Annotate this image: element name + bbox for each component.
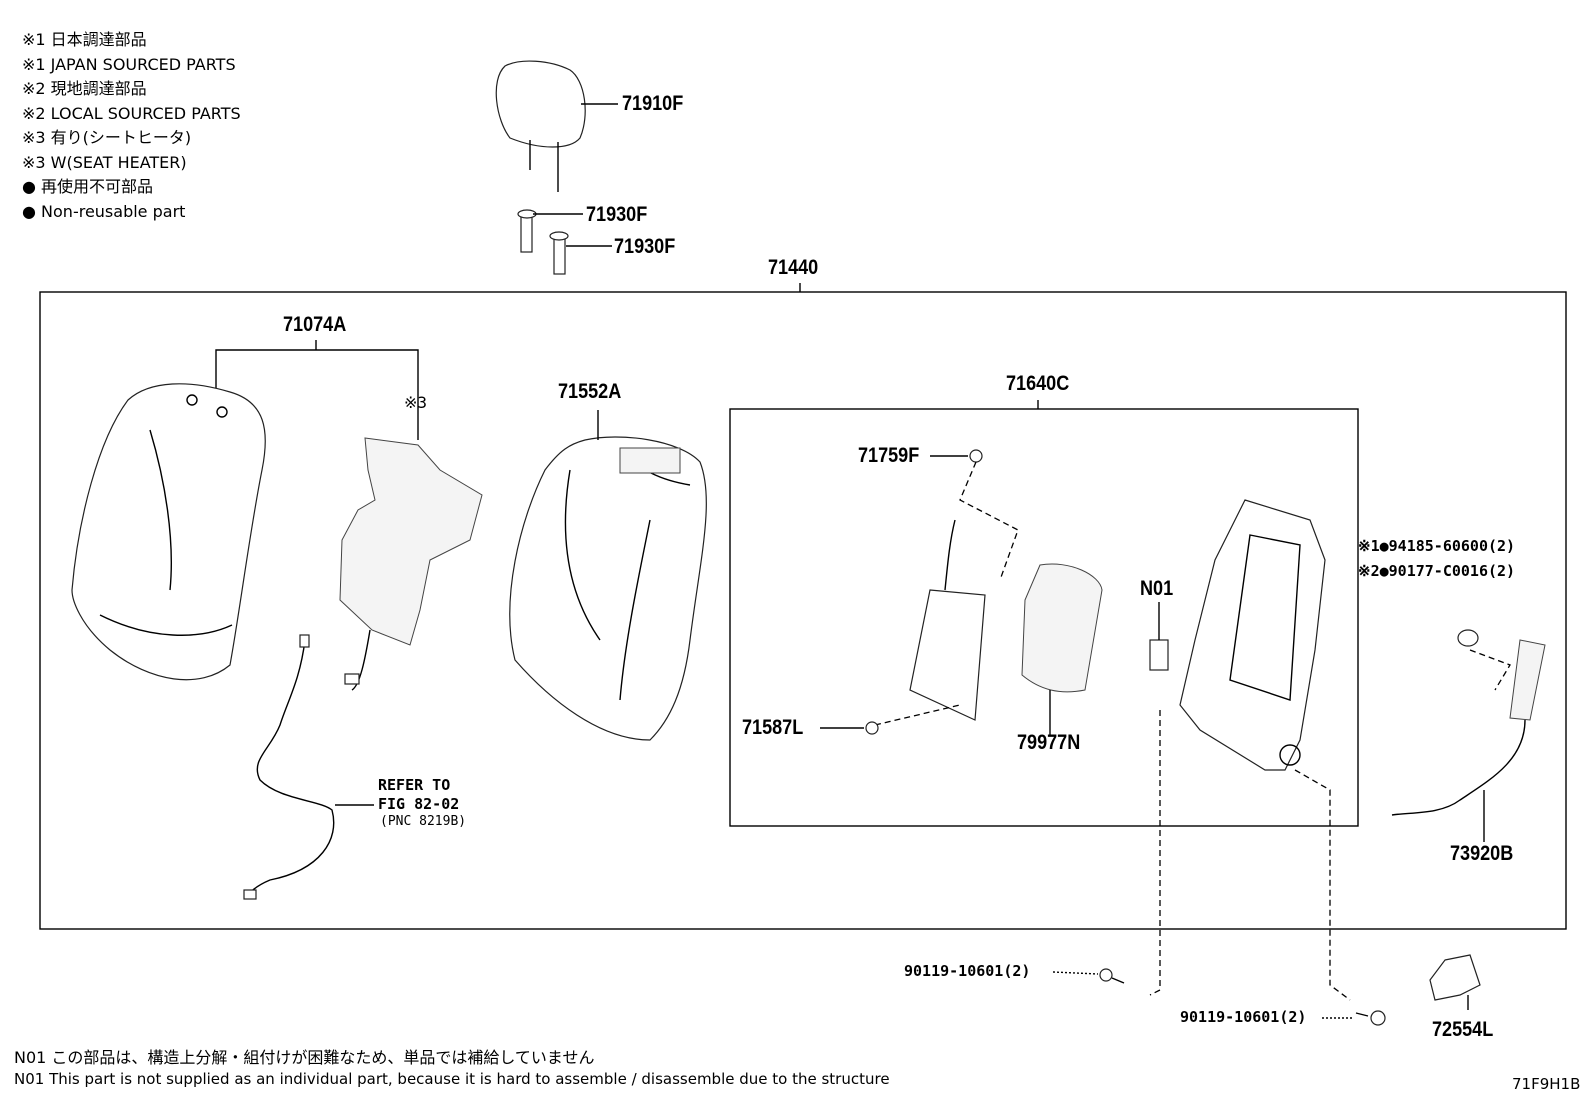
legend: ※1 日本調達部品 ※1 JAPAN SOURCED PARTS ※2 現地調達… <box>22 28 241 224</box>
legend-line: ※3 有り(シートヒータ) <box>22 128 192 147</box>
bolts-drawing <box>1052 968 1386 1026</box>
seatback-cover-drawing <box>71 383 266 681</box>
legend-line: ※3 W(SEAT HEATER) <box>22 152 187 172</box>
part-label-71930F-1[interactable]: 71930F <box>586 203 648 226</box>
legend-line: ※1 JAPAN SOURCED PARTS <box>22 54 236 74</box>
part-label-71074A[interactable]: 71074A <box>283 313 347 336</box>
switch-harness-drawing <box>1391 629 1546 842</box>
legend-line: ※2 現地調達部品 <box>22 79 147 98</box>
assembly-frame <box>39 291 1567 930</box>
pad-79977-drawing <box>1021 563 1103 735</box>
part-label-79977N[interactable]: 79977N <box>1017 731 1081 754</box>
legend-line: ※1 日本調達部品 <box>22 30 147 49</box>
lumbar-support-drawing <box>820 449 1019 735</box>
seatback-frame-drawing <box>1149 499 1351 1001</box>
part-label-90119-10601-right[interactable]: 90119-10601(2) <box>1180 1008 1307 1026</box>
part-label-71587L[interactable]: 71587L <box>742 716 804 739</box>
note-english: N01 This part is not supplied as an indi… <box>14 1070 890 1088</box>
legend-line: ● Non-reusable part <box>22 201 186 221</box>
part-label-94185-60600[interactable]: ※1●94185-60600(2) <box>1358 537 1516 555</box>
part-label-71640C[interactable]: 71640C <box>1006 372 1070 395</box>
legend-line: ● 再使用不可部品 <box>22 177 154 196</box>
part-label-72554L[interactable]: 72554L <box>1432 1018 1494 1041</box>
seat-heater-drawing <box>339 437 483 691</box>
guides-drawing <box>517 209 612 275</box>
wire-harness-drawing <box>243 634 374 900</box>
part-label-90119-10601-left[interactable]: 90119-10601(2) <box>904 962 1031 980</box>
seatback-pad-drawing <box>509 410 707 741</box>
part-label-71440[interactable]: 71440 <box>768 256 819 279</box>
n01-drawing <box>1149 602 1169 671</box>
headrest-drawing <box>495 60 618 192</box>
bracket-drawing <box>1429 954 1481 1010</box>
frame-assembly-box <box>729 408 1359 827</box>
refer-to-line2[interactable]: FIG 82-02 <box>378 795 460 813</box>
part-label-71759F[interactable]: 71759F <box>858 444 920 467</box>
part-label-90177-C0016[interactable]: ※2●90177-C0016(2) <box>1358 562 1516 580</box>
figure-id: 71F9H1B <box>1512 1075 1581 1093</box>
heater-mark: ※3 <box>404 393 428 412</box>
refer-to-line1[interactable]: REFER TO <box>378 776 451 794</box>
part-label-N01[interactable]: N01 <box>1140 577 1174 600</box>
part-label-71910F[interactable]: 71910F <box>622 92 684 115</box>
legend-line: ※2 LOCAL SOURCED PARTS <box>22 103 241 123</box>
note-japanese: N01 この部品は、構造上分解・組付けが困難なため、単品では補給していません <box>14 1048 595 1067</box>
part-label-73920B[interactable]: 73920B <box>1450 842 1514 865</box>
part-label-71552A[interactable]: 71552A <box>558 380 622 403</box>
part-label-71930F-2[interactable]: 71930F <box>614 235 676 258</box>
refer-to-line3[interactable]: (PNC 8219B) <box>380 814 467 829</box>
